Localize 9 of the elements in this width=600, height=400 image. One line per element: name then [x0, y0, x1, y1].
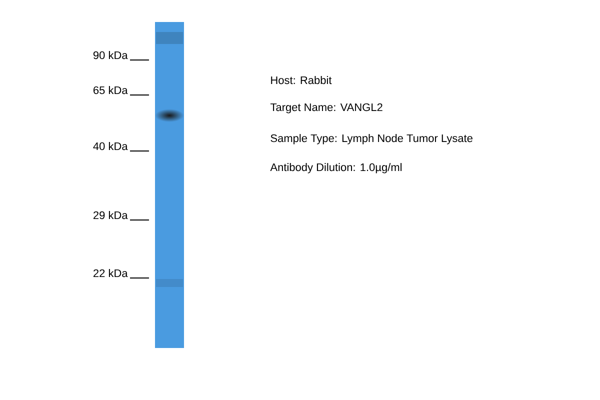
info-text: Target Name: VANGL2: [270, 103, 382, 114]
info-text: Host: Rabbit: [271, 76, 332, 84]
marker-label: 29 kDa: [94, 211, 128, 220]
info-text: Sample Type: Lymph Node Tumor Lysate: [270, 134, 472, 144]
marker-label: 65 kDa: [94, 86, 128, 94]
marker-label: 22 kDa: [94, 269, 128, 278]
info-text: Antibody Dilution: 1.0µg/ml: [270, 163, 402, 174]
marker-label: 90 kDa: [93, 51, 128, 60]
marker-label: 40 kDa: [93, 142, 128, 150]
